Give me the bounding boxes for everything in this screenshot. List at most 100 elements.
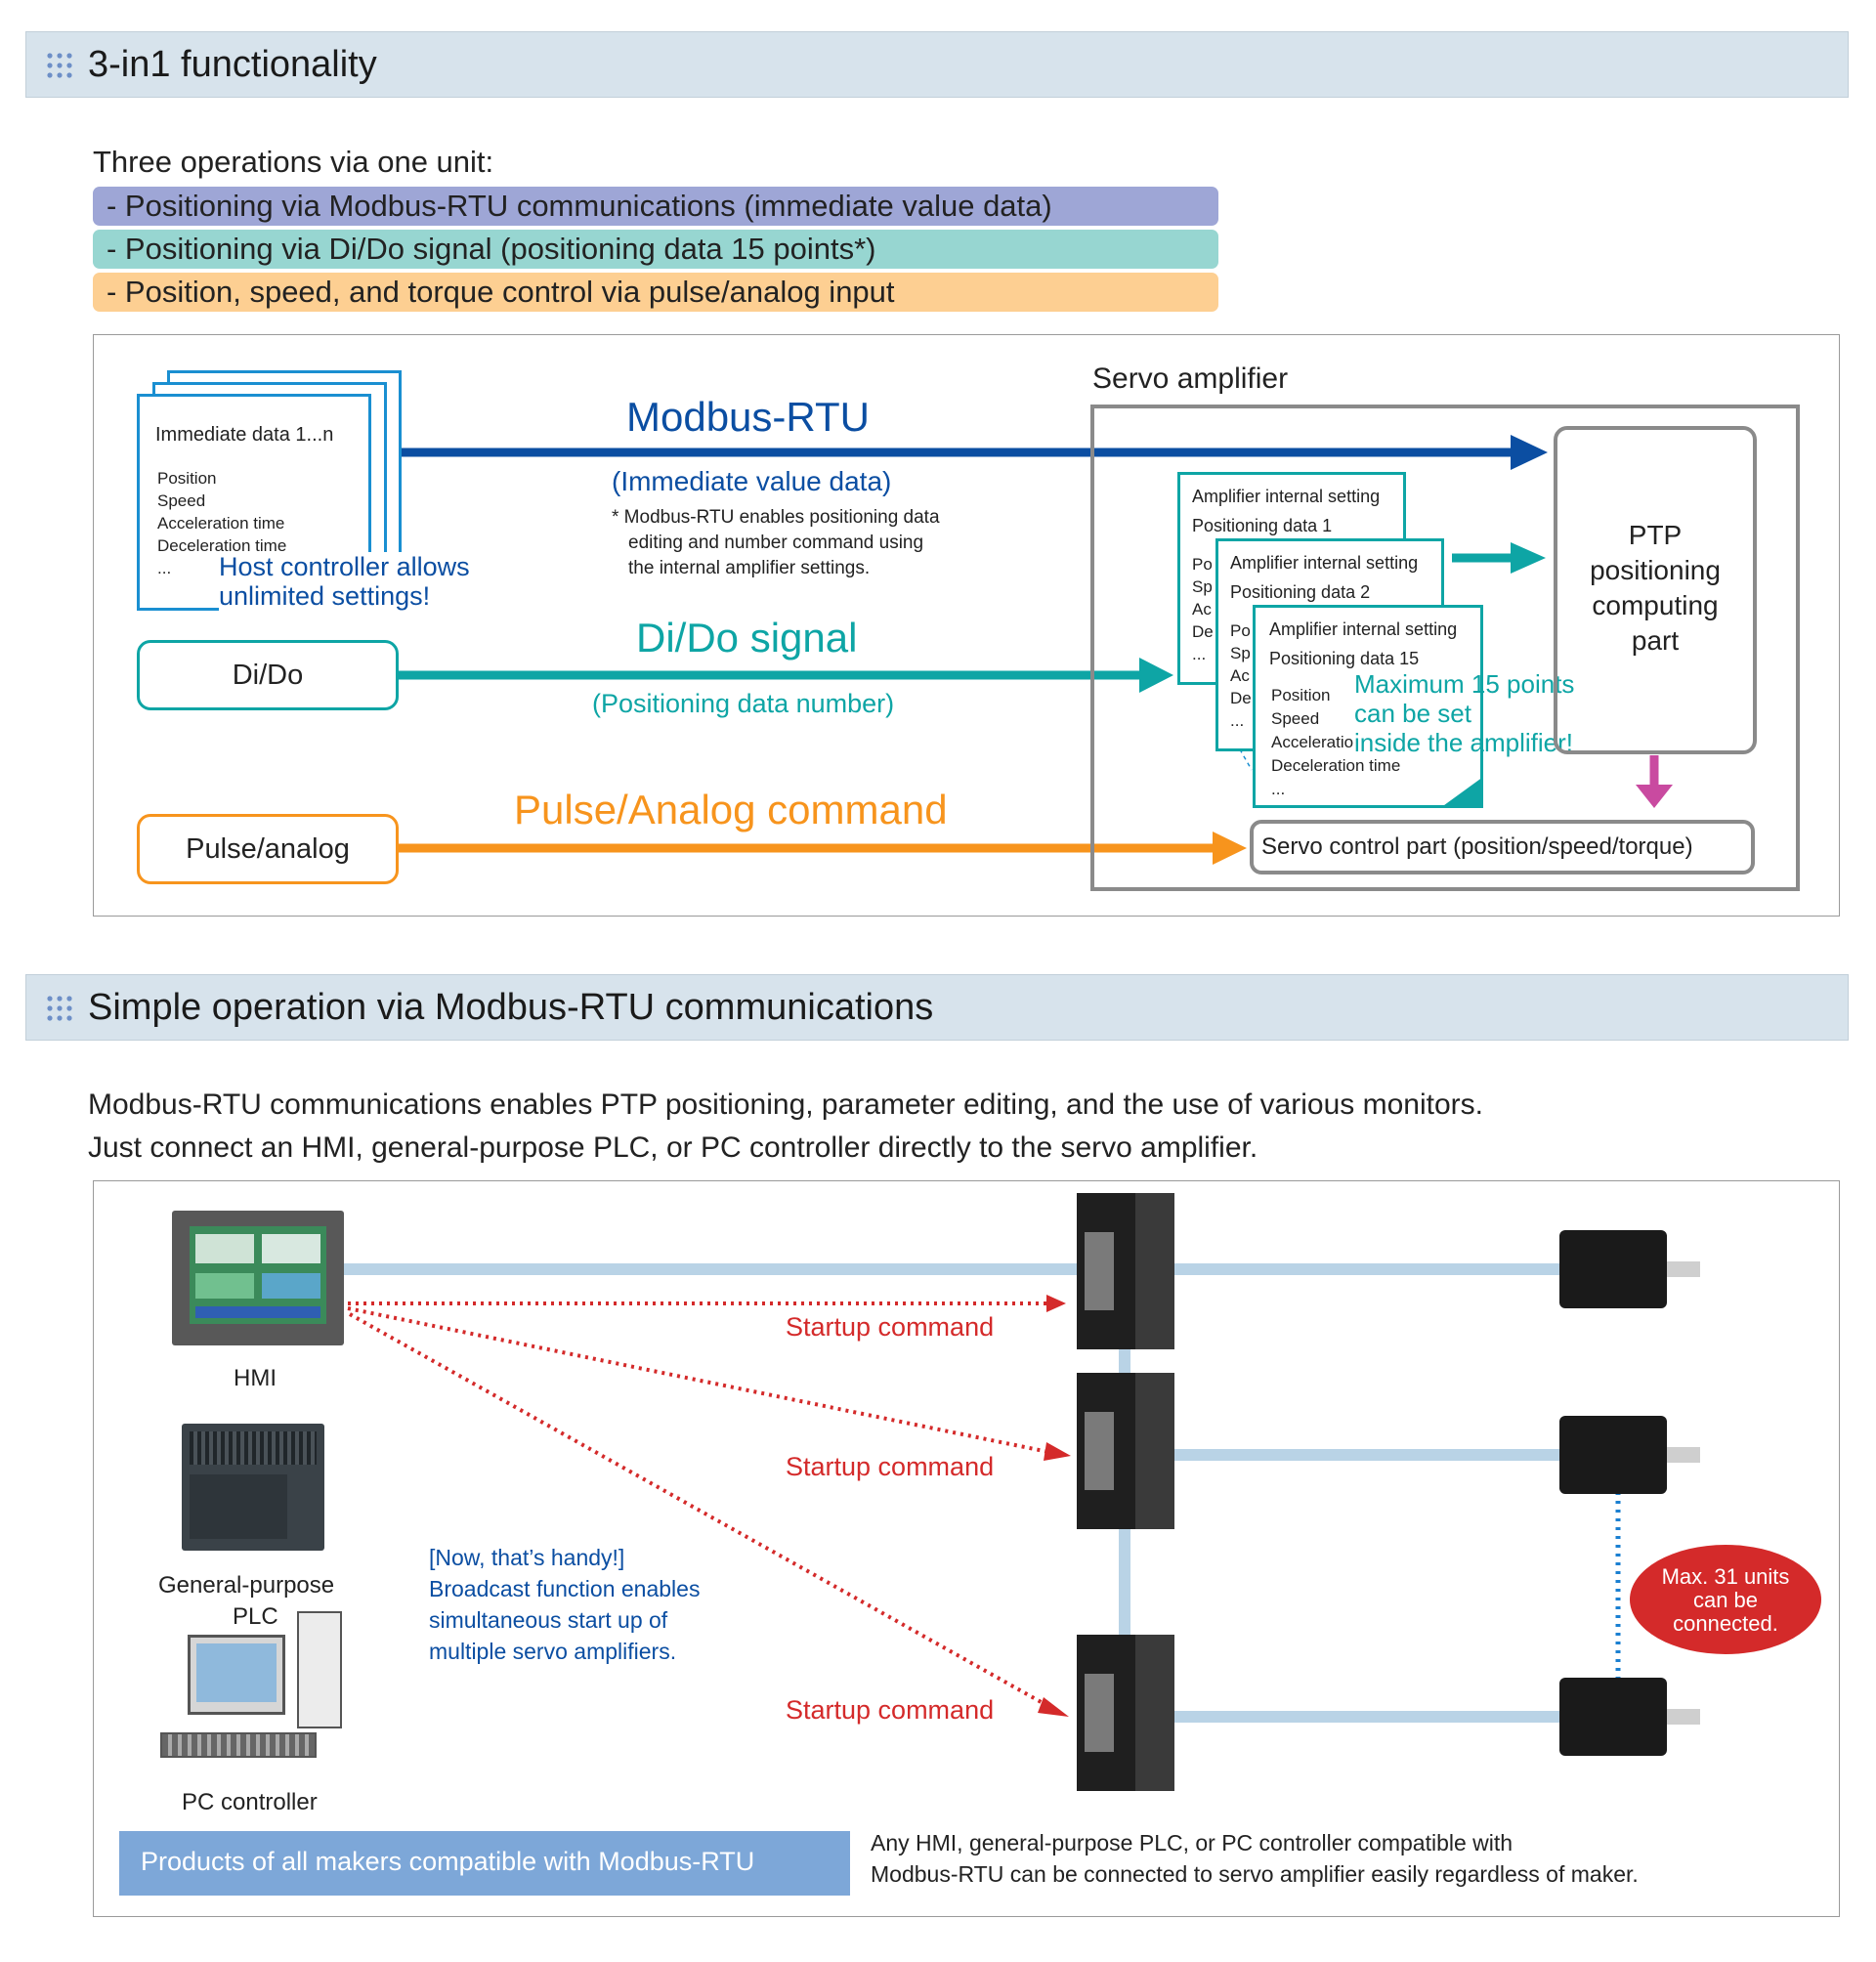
immediate-item-accel: Acceleration time (157, 514, 285, 533)
plc-vents (190, 1431, 317, 1465)
plc-device (182, 1424, 324, 1551)
immediate-item-more: ... (157, 559, 172, 577)
hmi-screen-panel (195, 1273, 254, 1299)
amp-sheet2-name: Positioning data 2 (1230, 582, 1371, 602)
handy-note-line2: Broadcast function enables (429, 1576, 701, 1601)
badge-line2: can be (1692, 1588, 1759, 1612)
max-note-line3: inside the amplifier! (1354, 728, 1573, 757)
operation-modbus: - Positioning via Modbus-RTU communicati… (93, 187, 1218, 226)
modbus-sub: (Immediate value data) (612, 466, 892, 496)
amp-sheet2-frag: Po (1230, 621, 1251, 640)
section-header-3in1: 3-in1 functionality (25, 31, 1849, 98)
modbus-label: Modbus-RTU (626, 394, 870, 440)
amp-sheet2-frag: ... (1230, 711, 1245, 730)
plc-label-line2: PLC (233, 1603, 278, 1630)
servo-amplifier-unit (1077, 1193, 1174, 1349)
ptp-line1: PTP (1628, 520, 1683, 550)
signal-arrows (397, 435, 1673, 865)
servo-amplifier-unit (1077, 1635, 1174, 1791)
max-note-line2: can be set (1354, 699, 1471, 728)
hmi-screen-panel (195, 1234, 254, 1263)
immediate-item-speed: Speed (157, 491, 206, 510)
intro-text: Three operations via one unit: (93, 145, 494, 179)
section-header-modbus: Simple operation via Modbus-RTU communic… (25, 974, 1849, 1041)
pc-keyboard (160, 1732, 317, 1758)
servo-motor (1559, 1678, 1700, 1756)
modbus-note-line3: the internal amplifier settings. (628, 558, 871, 578)
amp-item-more: ... (1271, 780, 1286, 798)
ptp-line4: part (1631, 625, 1680, 656)
dido-sub: (Positioning data number) (592, 689, 895, 718)
servo-motor (1559, 1416, 1700, 1494)
amp-connector (1085, 1674, 1114, 1752)
servo-amplifier-unit (1077, 1373, 1174, 1529)
amp-sheet1-frag: Ac (1192, 600, 1212, 618)
hmi-label: HMI (234, 1365, 277, 1391)
host-note-line1: Host controller allows (219, 552, 470, 582)
section-title: 3-in1 functionality (88, 44, 377, 85)
immediate-data-title: Immediate data 1...n (155, 424, 334, 446)
max-note-line1: Maximum 15 points (1354, 669, 1575, 699)
pc-label: PC controller (182, 1789, 318, 1815)
startup-command-1: Startup command (786, 1312, 995, 1342)
modbus-network-diagram: HMI General-purpose PLC PC controller St… (93, 1180, 1840, 1917)
max-units-badge: Max. 31 units can be connected. (1630, 1545, 1821, 1654)
handy-note-line4: multiple servo amplifiers. (429, 1639, 677, 1664)
intro-line2: Just connect an HMI, general-purpose PLC… (88, 1131, 1258, 1164)
amp-connector (1085, 1412, 1114, 1490)
modbus-note-line2: editing and number command using (628, 533, 924, 553)
pc-tower (297, 1611, 342, 1728)
functionality-diagram: Immediate data 1...n Position Speed Acce… (93, 334, 1840, 917)
hmi-screen-panel (262, 1234, 320, 1263)
amp-sheet15-title: Amplifier internal setting (1269, 619, 1458, 639)
amp-item-speed: Speed (1271, 709, 1320, 728)
compat-line2: Modbus-RTU can be connected to servo amp… (871, 1861, 1639, 1887)
ptp-computing-box: PTP positioning computing part (1554, 426, 1757, 754)
grid-dots-icon (47, 53, 72, 78)
pulse-analog-box: Pulse/analog (137, 814, 399, 884)
amp-item-decel: Deceleration time (1271, 756, 1401, 775)
hmi-screen-panel (262, 1273, 320, 1299)
startup-command-3: Startup command (786, 1695, 995, 1725)
servo-amplifier-title: Servo amplifier (1092, 363, 1289, 395)
section-title: Simple operation via Modbus-RTU communic… (88, 987, 934, 1028)
motor-shaft (1667, 1447, 1700, 1463)
operation-dido: - Positioning via Di/Do signal (position… (93, 230, 1218, 269)
operation-pulse: - Position, speed, and torque control vi… (93, 273, 1218, 312)
amp-sheet2-frag: Sp (1230, 644, 1251, 662)
makers-banner: Products of all makers compatible with M… (119, 1831, 850, 1896)
amp-setting-sheet-15: Amplifier internal setting Positioning d… (1253, 605, 1483, 808)
motor-shaft (1667, 1261, 1700, 1277)
hmi-screen (190, 1226, 326, 1324)
startup-command-2: Startup command (786, 1452, 995, 1481)
amp-sheet1-frag: Sp (1192, 577, 1213, 596)
modbus-note-line1: * Modbus-RTU enables positioning data (612, 507, 940, 528)
compat-line1: Any HMI, general-purpose PLC, or PC cont… (871, 1830, 1514, 1855)
hmi-device (172, 1211, 344, 1345)
badge-line1: Max. 31 units (1661, 1564, 1790, 1589)
amp-sheet1-title: Amplifier internal setting (1192, 487, 1381, 506)
ptp-line3: computing (1592, 590, 1719, 620)
servo-control-label: Servo control part (position/speed/torqu… (1261, 833, 1693, 860)
amp-sheet15-name: Positioning data 15 (1269, 649, 1420, 668)
servo-amplifier-frame (1090, 405, 1800, 891)
pc-controller-device (160, 1611, 356, 1763)
handy-note-line3: simultaneous start up of (429, 1607, 668, 1633)
amp-sheet1-frag: Po (1192, 555, 1213, 574)
pc-monitor (188, 1635, 285, 1715)
amp-sheet2-frag: Ac (1230, 666, 1250, 685)
hmi-screen-panel (195, 1306, 320, 1318)
motor-shaft (1667, 1709, 1700, 1725)
servo-motor (1559, 1230, 1700, 1308)
dido-label: Di/Do signal (636, 615, 858, 661)
amp-sheet2-frag: De (1230, 689, 1252, 707)
makers-banner-text: Products of all makers compatible with M… (141, 1847, 755, 1876)
intro-line1: Modbus-RTU communications enables PTP po… (88, 1088, 1483, 1121)
amp-item-position: Position (1271, 686, 1331, 704)
host-note-line2: unlimited settings! (219, 581, 431, 612)
plc-panel (190, 1474, 287, 1539)
ptp-line2: positioning (1590, 555, 1721, 585)
amp-sheet1-frag: De (1192, 622, 1214, 641)
pulse-label: Pulse/Analog command (514, 787, 948, 832)
amp-sheet1-name: Positioning data 1 (1192, 516, 1333, 535)
